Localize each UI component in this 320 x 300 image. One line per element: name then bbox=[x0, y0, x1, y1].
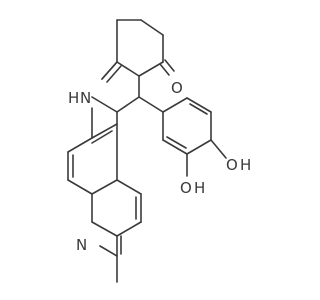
hydroxyl-para-hydrogen-label: H bbox=[240, 156, 251, 174]
pyridine-nitrogen-label: N bbox=[76, 236, 87, 254]
molecule-structure: O H N N bbox=[67, 19, 251, 283]
cyclohexenone-ring bbox=[116, 19, 164, 77]
bond bbox=[140, 19, 164, 36]
carbonyl-oxygen-label: O bbox=[171, 79, 183, 97]
pyridine-ring: N bbox=[76, 179, 142, 257]
bond bbox=[116, 61, 140, 77]
bond bbox=[116, 221, 142, 237]
aryl-linker bbox=[138, 96, 164, 113]
dihydroxyphenyl-ring bbox=[162, 97, 212, 155]
hydroxyl-meta-hydrogen-label: H bbox=[194, 179, 205, 197]
bond bbox=[138, 61, 164, 77]
nh-nitrogen-label: N bbox=[80, 89, 91, 107]
bond bbox=[186, 139, 212, 155]
bond bbox=[91, 130, 113, 144]
bond bbox=[189, 103, 208, 115]
bond bbox=[106, 65, 122, 83]
bond bbox=[166, 136, 187, 149]
bond bbox=[99, 245, 118, 257]
bond bbox=[116, 179, 142, 195]
hydroxyl-meta-oxygen-label: O bbox=[180, 179, 192, 197]
bond bbox=[91, 123, 118, 139]
bond bbox=[210, 139, 227, 159]
bond bbox=[101, 61, 118, 80]
bond bbox=[91, 179, 118, 195]
bond bbox=[162, 139, 188, 155]
bond bbox=[138, 96, 164, 113]
central-benzene-ring bbox=[67, 107, 118, 195]
bond bbox=[91, 96, 118, 113]
bond bbox=[186, 97, 212, 113]
molecule-canvas: O H N N bbox=[67, 19, 251, 283]
bond bbox=[67, 137, 93, 153]
carbonyl-group: O bbox=[159, 59, 183, 97]
hydroxyl-group-para: O H bbox=[210, 139, 251, 174]
bond bbox=[162, 97, 188, 113]
bond bbox=[91, 221, 118, 237]
hydroxyl-group-meta: O H bbox=[180, 153, 205, 197]
hydroxyl-para-oxygen-label: O bbox=[226, 156, 238, 174]
dihydropyridine-ring: H N bbox=[68, 61, 140, 113]
bond bbox=[67, 179, 93, 195]
bond bbox=[116, 96, 140, 113]
bond bbox=[164, 59, 175, 72]
nh-hydrogen-label: H bbox=[68, 89, 79, 107]
bond bbox=[159, 63, 170, 76]
